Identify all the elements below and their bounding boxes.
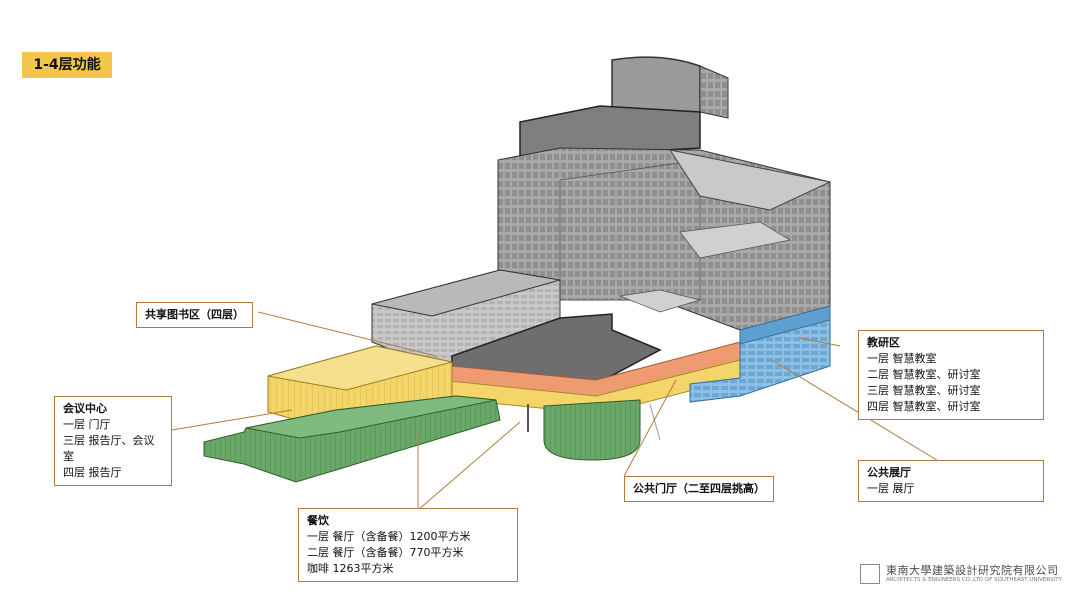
label-teaching-line: 四层 智慧教室、研讨室 (867, 400, 981, 413)
label-conference-heading: 会议中心 (63, 402, 107, 415)
label-exhibition: 公共展厅 一层 展厅 (858, 460, 1044, 502)
footer-org-en: ARCHITECTS & ENGINEERS CO.,LTD OF SOUTHE… (886, 577, 1062, 583)
label-conference-line: 四层 报告厅 (63, 466, 122, 479)
label-dining-line: 二层 餐厅（含备餐）770平方米 (307, 546, 464, 559)
label-teaching-line: 三层 智慧教室、研讨室 (867, 384, 981, 397)
title-tag: 1-4层功能 (22, 52, 112, 78)
label-conference-line: 一层 门厅 (63, 418, 111, 431)
dining-roof (245, 395, 497, 439)
tower-side (699, 65, 729, 119)
label-dining-line: 咖啡 1263平方米 (307, 562, 394, 575)
label-exhibition-line: 一层 展厅 (867, 482, 915, 495)
conference-roof (267, 345, 453, 391)
label-dining-heading: 餐饮 (307, 514, 329, 527)
label-conference-line: 三层 报告厅、会议室 (63, 434, 155, 463)
tower-front (559, 159, 701, 301)
roof-block (519, 105, 701, 159)
label-library-text: 共享图书区（四层） (145, 308, 244, 321)
label-teaching-line: 一层 智慧教室 (867, 352, 937, 365)
footer-logo: 東南大學建築設計研究院有限公司 ARCHITECTS & ENGINEERS C… (860, 562, 1070, 588)
terrace-2 (618, 289, 702, 313)
logo-mark-icon (860, 564, 880, 584)
label-teaching: 教研区 一层 智慧教室 二层 智慧教室、研讨室 三层 智慧教室、研讨室 四层 智… (858, 330, 1044, 420)
leader-lines (171, 311, 941, 511)
label-dining-line: 一层 餐厅（含备餐）1200平方米 (307, 530, 471, 543)
label-lobby: 公共门厅（二至四层挑高） (624, 476, 774, 502)
stair (649, 403, 661, 441)
teaching-roof (739, 305, 831, 345)
label-conference: 会议中心 一层 门厅 三层 报告厅、会议室 四层 报告厅 (54, 396, 172, 486)
footer-org-cn: 東南大學建築設計研究院有限公司 (886, 564, 1059, 577)
tower-roof-terrace (668, 149, 832, 211)
terrace-1 (679, 221, 792, 259)
label-teaching-heading: 教研区 (867, 336, 900, 349)
dining-block (203, 395, 501, 483)
label-dining: 餐饮 一层 餐厅（含备餐）1200平方米 二层 餐厅（含备餐）770平方米 咖啡… (298, 508, 518, 582)
label-exhibition-heading: 公共展厅 (867, 466, 911, 479)
label-library: 共享图书区（四层） (136, 302, 253, 328)
grey-wing-roof (371, 269, 561, 317)
label-lobby-text: 公共门厅（二至四层挑高） (633, 482, 765, 495)
cafe-cylinder (543, 399, 641, 461)
label-teaching-line: 二层 智慧教室、研讨室 (867, 368, 981, 381)
